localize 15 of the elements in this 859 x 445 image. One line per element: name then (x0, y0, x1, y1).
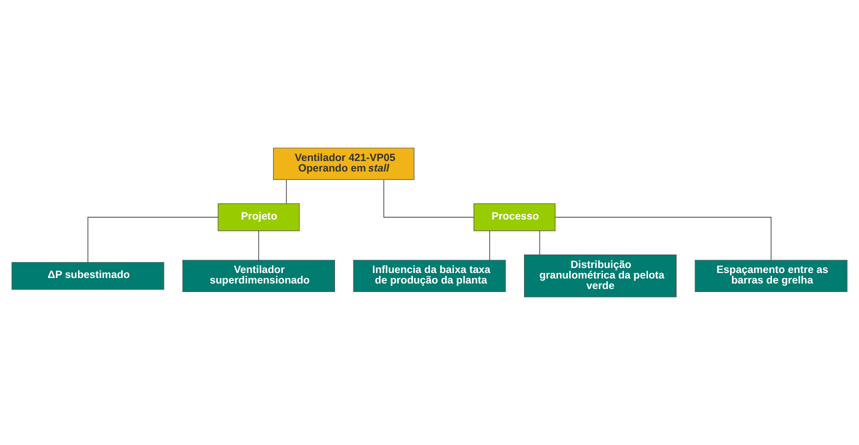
node-box: Processo (474, 203, 556, 232)
node-box: Ventilador 421-VP05 Operando em stall (273, 148, 414, 180)
connector (554, 216, 772, 260)
node-box: Ventilador superdimensionado (182, 260, 335, 292)
connector (383, 180, 474, 218)
node-box: Distribuição granulométrica da pelota verde (524, 254, 677, 298)
connector (88, 216, 218, 263)
node-box: Influencia da baixa taxa de produção da planta (353, 260, 506, 292)
connector (286, 180, 287, 204)
node-box: Espaçamento entre as barras de grelha (694, 260, 848, 292)
connector (489, 230, 490, 260)
node-box: Projeto (218, 203, 300, 232)
node-box: ΔP subestimado (12, 262, 164, 290)
connector (258, 230, 260, 260)
connector (539, 230, 540, 256)
